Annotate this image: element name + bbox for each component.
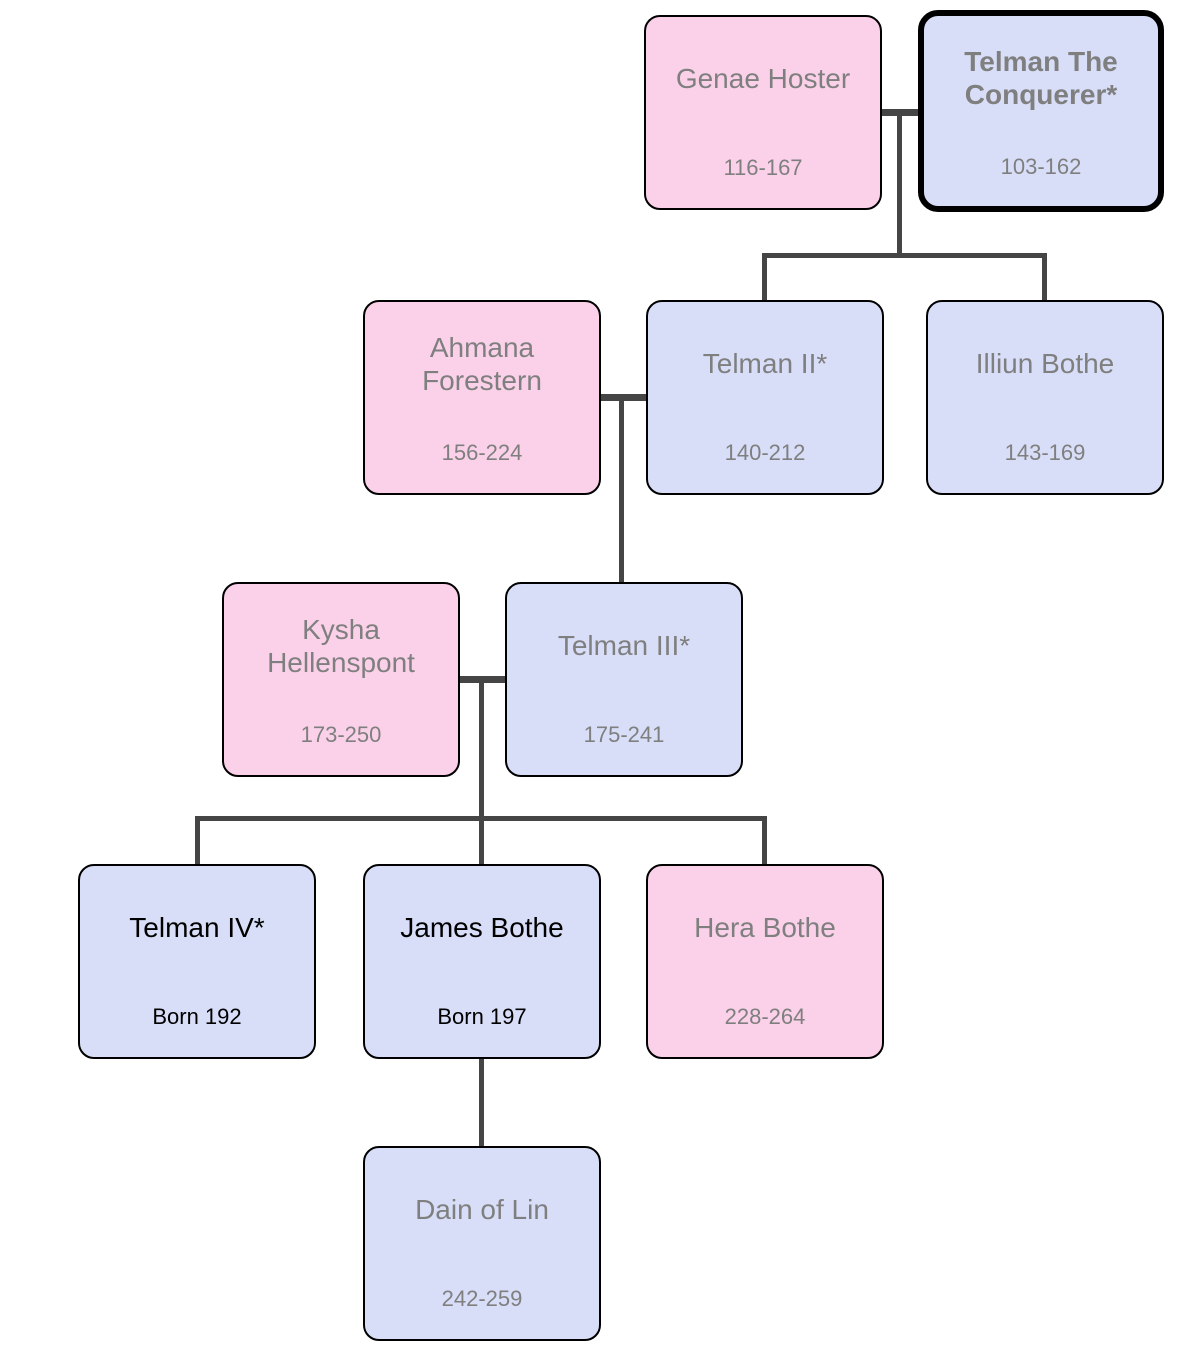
- connector-descent-gen3: [479, 680, 484, 864]
- person-dates: Born 192: [152, 1004, 242, 1029]
- person-dates: 228-264: [724, 1004, 806, 1029]
- person-dates: Born 197: [437, 1004, 527, 1029]
- person-dates: 156-224: [441, 440, 523, 465]
- connector-marriage-ahmana-telman2: [599, 394, 648, 401]
- person-node-telman-iv: Telman IV* Born 192: [78, 864, 316, 1059]
- connector-marriage-kysha-telman3: [458, 676, 507, 683]
- person-name: James Bothe: [400, 912, 564, 944]
- connector-descent-gen1: [897, 111, 902, 257]
- connector-drop-hera: [762, 816, 767, 864]
- person-name: Telman II*: [702, 348, 828, 380]
- connector-branch-gen2: [762, 253, 1047, 258]
- person-node-telman-iii: Telman III* 175-241: [505, 582, 743, 777]
- person-node-ahmana-forestern: Ahmana Forestern 156-224: [363, 300, 601, 495]
- connector-descent-gen2: [619, 398, 624, 582]
- person-name: Telman The Conquerer*: [964, 45, 1118, 110]
- person-node-hera-bothe: Hera Bothe 228-264: [646, 864, 884, 1059]
- connector-descent-james-dain: [479, 1059, 484, 1146]
- connector-drop-illiun: [1042, 253, 1047, 300]
- connector-drop-telman2: [762, 253, 767, 300]
- connector-branch-gen4: [195, 816, 767, 821]
- person-dates: 103-162: [1000, 154, 1082, 179]
- person-name: Illiun Bothe: [975, 348, 1115, 380]
- person-dates: 140-212: [724, 440, 806, 465]
- person-dates: 173-250: [300, 722, 382, 747]
- person-dates: 242-259: [441, 1286, 523, 1311]
- person-node-dain-of-lin: Dain of Lin 242-259: [363, 1146, 601, 1341]
- person-name: Kysha Hellenspont: [267, 613, 415, 678]
- person-node-genae-hoster: Genae Hoster 116-167: [644, 15, 882, 210]
- person-node-kysha-hellenspont: Kysha Hellenspont 173-250: [222, 582, 460, 777]
- person-node-telman-ii: Telman II* 140-212: [646, 300, 884, 495]
- person-name: Dain of Lin: [415, 1194, 549, 1226]
- person-name: Genae Hoster: [675, 63, 851, 95]
- person-dates: 175-241: [583, 722, 665, 747]
- person-node-telman-the-conquerer: Telman The Conquerer* 103-162: [918, 10, 1164, 212]
- person-node-james-bothe: James Bothe Born 197: [363, 864, 601, 1059]
- person-name: Telman IV*: [129, 912, 265, 944]
- person-dates: 116-167: [723, 155, 803, 180]
- person-name: Ahmana Forestern: [422, 331, 542, 396]
- person-dates: 143-169: [1004, 440, 1086, 465]
- person-node-illiun-bothe: Illiun Bothe 143-169: [926, 300, 1164, 495]
- person-name: Hera Bothe: [694, 912, 836, 944]
- connector-drop-telman4: [195, 816, 200, 864]
- person-name: Telman III*: [557, 630, 691, 662]
